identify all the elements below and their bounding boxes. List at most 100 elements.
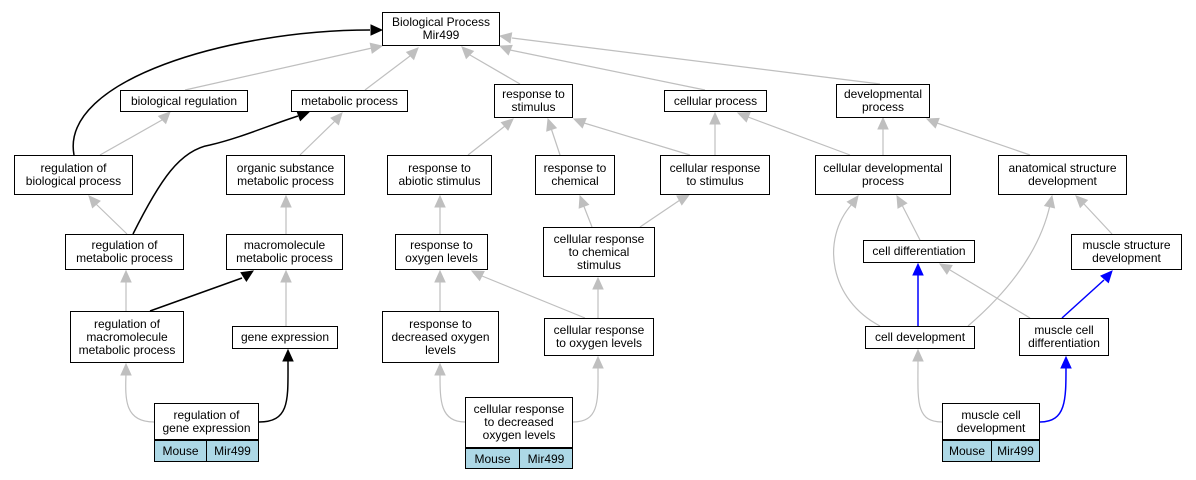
node-response-to-chemical[interactable]: response to chemical <box>535 155 615 195</box>
node-muscle-structure-development[interactable]: muscle structure development <box>1071 234 1182 270</box>
node-cell-development[interactable]: cell development <box>865 326 975 349</box>
edge-cell-dec-oxy-to-cell-resp-oxy <box>572 366 599 423</box>
edge-reg-bio-to-bp-arrowhead <box>370 24 384 36</box>
node-regulation-of-macromolecule-metabolic-process[interactable]: regulation of macromolecule metabolic pr… <box>70 311 184 363</box>
edge-muscle-cell-dev-to-cell-dev-arrowhead <box>912 348 924 362</box>
node-organic-substance-metabolic-process[interactable]: organic substance metabolic process <box>226 155 345 195</box>
edge-resp-chem-to-resp-stim <box>550 127 561 156</box>
node-metabolic-process[interactable]: metabolic process <box>291 90 408 112</box>
edge-reg-met-to-met-proc <box>132 115 299 235</box>
node-response-to-abiotic-stimulus[interactable]: response to abiotic stimulus <box>387 155 492 195</box>
edge-muscle-struct-to-anat-arrowhead <box>1075 195 1089 209</box>
edge-muscle-cell-dev-to-muscle-cell-diff <box>1039 366 1067 423</box>
node-response-to-oxygen-levels[interactable]: response to oxygen levels <box>395 234 488 270</box>
node-regulation-of-biological-process[interactable]: regulation of biological process <box>14 155 133 195</box>
tag-species: Mouse <box>465 448 520 469</box>
tag-gene: Mir499 <box>520 448 573 469</box>
edge-gene-expr-to-macro-arrowhead <box>280 269 292 283</box>
edge-reg-bio-to-bp <box>72 29 371 156</box>
node-cellular-response-to-decreased-oxygen-levels[interactable]: cellular response to decreased oxygen le… <box>465 397 573 448</box>
edge-reg-gene-to-gene-expr-arrowhead <box>282 348 294 362</box>
edge-cell-dec-oxy-to-resp-dec-oxy-arrowhead <box>434 362 446 376</box>
edge-met-proc-to-bp <box>364 55 411 91</box>
edge-cell-resp-stim-to-cell-proc-arrowhead <box>709 111 721 125</box>
node-gene-expression[interactable]: gene expression <box>232 326 338 349</box>
edge-bio-reg-to-bp <box>184 47 373 91</box>
node-regulation-of-gene-expression[interactable]: regulation of gene expression <box>154 403 259 440</box>
edge-cell-chem-to-cell-resp-stim <box>639 199 681 228</box>
edge-resp-stim-to-bp <box>469 54 521 85</box>
edge-resp-stim-to-bp-arrowhead <box>461 46 475 60</box>
edge-reg-met-to-reg-bio-arrowhead <box>88 195 101 209</box>
edge-reg-gene-to-reg-macro <box>125 373 155 423</box>
node-cellular-process[interactable]: cellular process <box>664 90 767 112</box>
edge-reg-macro-to-reg-met-arrowhead <box>120 269 132 283</box>
edge-reg-macro-to-macro-arrowhead <box>240 270 255 283</box>
edge-cell-dec-oxy-to-cell-resp-oxy-arrowhead <box>592 355 604 369</box>
edge-cell-proc-to-bp-arrowhead <box>498 44 513 56</box>
edge-muscle-cell-diff-to-cell-diff-arrowhead <box>938 263 953 275</box>
node-cellular-developmental-process[interactable]: cellular developmental process <box>815 155 951 195</box>
node-cellular-response-to-oxygen-levels[interactable]: cellular response to oxygen levels <box>544 318 654 356</box>
edge-reg-gene-to-reg-macro-arrowhead <box>120 362 132 376</box>
edge-cell-dev-proc-to-dev-proc-arrowhead <box>877 116 889 130</box>
edge-cell-diff-to-cell-dev-proc-arrowhead <box>896 194 908 209</box>
edge-cell-chem-to-resp-chem <box>582 203 593 228</box>
edge-cell-dev-to-cell-diff-arrowhead <box>912 262 924 276</box>
node-biological-process[interactable]: Biological Process Mir499 <box>382 12 500 46</box>
edge-muscle-cell-dev-to-muscle-cell-diff-arrowhead <box>1060 355 1072 369</box>
node-muscle-cell-differentiation[interactable]: muscle cell differentiation <box>1019 318 1109 356</box>
edge-cell-chem-to-resp-chem-arrowhead <box>578 194 590 209</box>
node-biological-regulation[interactable]: biological regulation <box>120 90 248 112</box>
edge-cell-resp-oxy-to-resp-oxy <box>481 275 586 319</box>
edge-cell-resp-oxy-to-cell-chem-arrowhead <box>592 276 604 290</box>
edge-muscle-cell-diff-to-muscle-struct-arrowhead <box>1100 270 1113 284</box>
node-cell-differentiation[interactable]: cell differentiation <box>863 240 975 263</box>
edge-muscle-cell-diff-to-muscle-struct <box>1061 279 1105 319</box>
edge-cell-diff-to-cell-dev-proc <box>901 204 921 241</box>
tag-species: Mouse <box>942 440 992 462</box>
edge-org-sub-to-met-proc-arrowhead <box>330 112 343 126</box>
edge-reg-macro-to-macro <box>149 277 243 312</box>
edge-cell-dev-proc-to-cell-proc <box>747 116 851 156</box>
edge-reg-bio-to-bio-reg-arrowhead <box>157 111 171 125</box>
edge-cell-resp-oxy-to-resp-oxy-arrowhead <box>470 270 485 282</box>
edge-macro-to-org-sub-arrowhead <box>280 194 292 208</box>
edge-anat-to-dev-proc-arrowhead <box>925 117 940 129</box>
node-cellular-response-to-stimulus[interactable]: cellular response to stimulus <box>660 155 770 195</box>
edge-cell-dev-to-cell-dev-proc-arrowhead <box>846 195 859 209</box>
edge-cell-chem-to-cell-resp-stim-arrowhead <box>676 194 691 206</box>
edge-resp-dec-oxy-to-resp-oxy-arrowhead <box>434 269 446 283</box>
edge-reg-bio-to-bio-reg <box>99 119 163 156</box>
edge-muscle-cell-dev-to-cell-dev <box>917 359 943 423</box>
edge-bio-reg-to-bp-arrowhead <box>369 42 384 54</box>
edge-met-proc-to-bp-arrowhead <box>405 47 419 61</box>
edge-org-sub-to-met-proc <box>299 120 336 156</box>
node-regulation-of-metabolic-process[interactable]: regulation of metabolic process <box>65 234 184 270</box>
edge-cell-resp-stim-to-resp-stim <box>583 122 691 156</box>
node-muscle-cell-development[interactable]: muscle cell development <box>942 403 1040 440</box>
edge-resp-oxy-to-resp-abiotic-arrowhead <box>434 194 446 208</box>
edge-muscle-cell-diff-to-cell-diff <box>949 269 1031 319</box>
edge-dev-proc-to-bp <box>511 37 881 85</box>
edge-cell-resp-stim-to-resp-stim-arrowhead <box>572 117 587 129</box>
edge-reg-gene-to-gene-expr <box>258 360 289 423</box>
node-response-to-stimulus[interactable]: response to stimulus <box>494 84 573 118</box>
tag-gene: Mir499 <box>992 440 1040 462</box>
edge-cell-dev-proc-to-cell-proc-arrowhead <box>736 111 751 123</box>
node-cellular-response-to-chemical-stimulus[interactable]: cellular response to chemical stimulus <box>543 227 655 277</box>
edge-cell-dec-oxy-to-resp-dec-oxy <box>439 373 466 423</box>
tag-species: Mouse <box>154 440 207 462</box>
node-macromolecule-metabolic-process[interactable]: macromolecule metabolic process <box>226 234 343 270</box>
tag-gene: Mir499 <box>207 440 259 462</box>
node-anatomical-structure-development[interactable]: anatomical structure development <box>998 155 1127 195</box>
edge-resp-abiotic-to-resp-stim-arrowhead <box>500 118 514 131</box>
edge-cell-dev-to-anat-arrowhead <box>1043 194 1056 209</box>
node-response-to-decreased-oxygen-levels[interactable]: response to decreased oxygen levels <box>382 311 499 363</box>
node-developmental-process[interactable]: developmental process <box>836 84 930 118</box>
edge-cell-dev-to-cell-dev-proc <box>833 203 881 327</box>
edge-resp-chem-to-resp-stim-arrowhead <box>546 117 558 132</box>
edge-resp-abiotic-to-resp-stim <box>467 125 506 156</box>
